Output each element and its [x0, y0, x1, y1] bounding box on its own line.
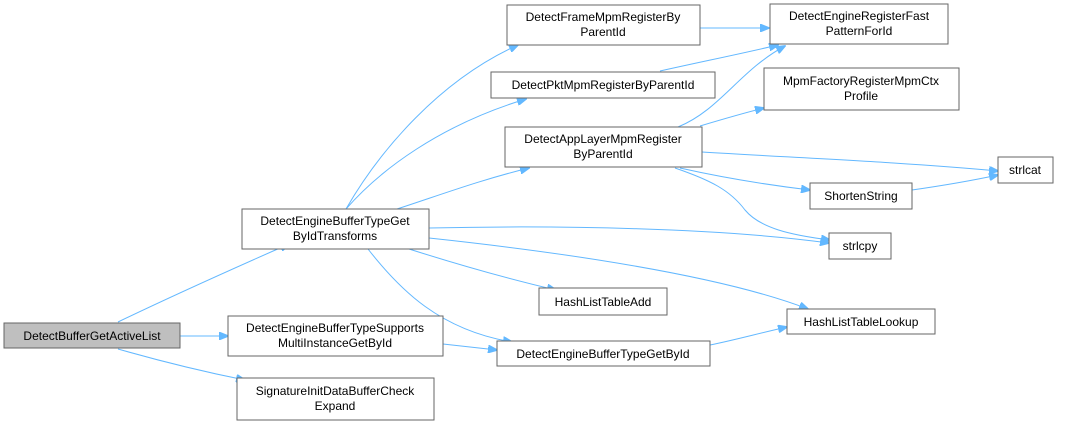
node-label-line: DetectAppLayerMpmRegister [524, 132, 681, 146]
node-strlcat[interactable]: strlcat [997, 156, 1054, 184]
node-label-line: DetectEngineRegisterFast [789, 9, 930, 23]
node-label-line: DetectPktMpmRegisterByParentId [512, 78, 695, 92]
node-label-line: strlcpy [843, 239, 878, 253]
node-root[interactable]: DetectBufferGetActiveList [3, 322, 181, 349]
edge-transforms-to-app-layer-mpm [396, 168, 529, 210]
node-label-line: HashListTableAdd [555, 295, 652, 309]
edge-app-layer-to-mpm-factory [699, 108, 764, 127]
node-app-layer-mpm[interactable]: DetectAppLayerMpmRegister ByParentId [504, 126, 703, 168]
edge-app-layer-to-fast-pattern [677, 46, 785, 128]
edge-get-by-id-to-hash-lookup [709, 327, 787, 346]
node-label-line: DetectFrameMpmRegisterBy [526, 10, 681, 24]
edge-transforms-to-get-by-id [367, 248, 512, 342]
edge-transforms-to-strlcpy [428, 226, 829, 243]
node-label-line: MpmFactoryRegisterMpmCtx [783, 74, 939, 88]
edge-supports-to-get-by-id [442, 343, 497, 350]
node-supports-multi-instance[interactable]: DetectEngineBufferTypeSupports MultiInst… [227, 315, 444, 357]
node-label-line: DetectEngineBufferTypeGet [260, 214, 410, 228]
node-fast-pattern[interactable]: DetectEngineRegisterFast PatternForId [769, 3, 949, 45]
node-hash-lookup[interactable]: HashListTableLookup [786, 308, 936, 335]
node-mpm-factory[interactable]: MpmFactoryRegisterMpmCtx Profile [763, 67, 960, 111]
node-label-line: ByIdTransforms [293, 229, 377, 243]
node-sig-init-check-expand[interactable]: SignatureInitDataBufferCheck Expand [236, 377, 435, 421]
node-label-line: MultiInstanceGetById [278, 336, 392, 350]
edge-transforms-to-hash-add [408, 248, 556, 290]
node-pkt-mpm[interactable]: DetectPktMpmRegisterByParentId [490, 71, 716, 99]
node-strlcpy[interactable]: strlcpy [828, 232, 892, 260]
node-label-line: DetectEngineBufferTypeGetById [516, 347, 689, 361]
node-label-line: ParentId [580, 25, 625, 39]
edge-transforms-to-pkt-mpm [345, 99, 526, 210]
edges [117, 28, 998, 380]
edge-root-to-get-by-id-transforms [117, 244, 289, 323]
node-label-line: Expand [315, 399, 356, 413]
node-label-line: Profile [844, 89, 878, 103]
node-label-line: ByParentId [573, 147, 632, 161]
node-get-by-id-transforms[interactable]: DetectEngineBufferTypeGet ByIdTransforms [241, 208, 430, 250]
node-hash-add[interactable]: HashListTableAdd [538, 287, 668, 316]
node-label-line: ShortenString [824, 189, 897, 203]
node-label-line: strlcat [1009, 163, 1042, 177]
node-label-line: SignatureInitDataBufferCheck [256, 384, 416, 398]
node-frame-mpm[interactable]: DetectFrameMpmRegisterBy ParentId [506, 4, 701, 46]
edge-app-layer-to-strlcpy [674, 167, 830, 240]
node-root-label: DetectBufferGetActiveList [23, 329, 161, 343]
edge-app-layer-to-shorten [679, 167, 810, 190]
node-label-line: DetectEngineBufferTypeSupports [246, 321, 424, 335]
edge-shorten-to-strlcat [911, 175, 998, 191]
node-shorten[interactable]: ShortenString [809, 182, 913, 210]
nodes: DetectBufferGetActiveList DetectEngineBu… [3, 3, 1054, 421]
edge-transforms-to-frame-mpm [345, 45, 518, 210]
edge-pkt-mpm-to-fast-pattern [659, 45, 778, 72]
node-label-line: HashListTableLookup [804, 315, 919, 329]
node-get-by-id[interactable]: DetectEngineBufferTypeGetById [496, 340, 711, 367]
edge-app-layer-to-strlcat [701, 151, 998, 171]
node-label-line: PatternForId [826, 24, 893, 38]
edge-transforms-to-hash-lookup [428, 237, 808, 309]
edge-root-to-sig-init-check-expand [117, 348, 245, 380]
